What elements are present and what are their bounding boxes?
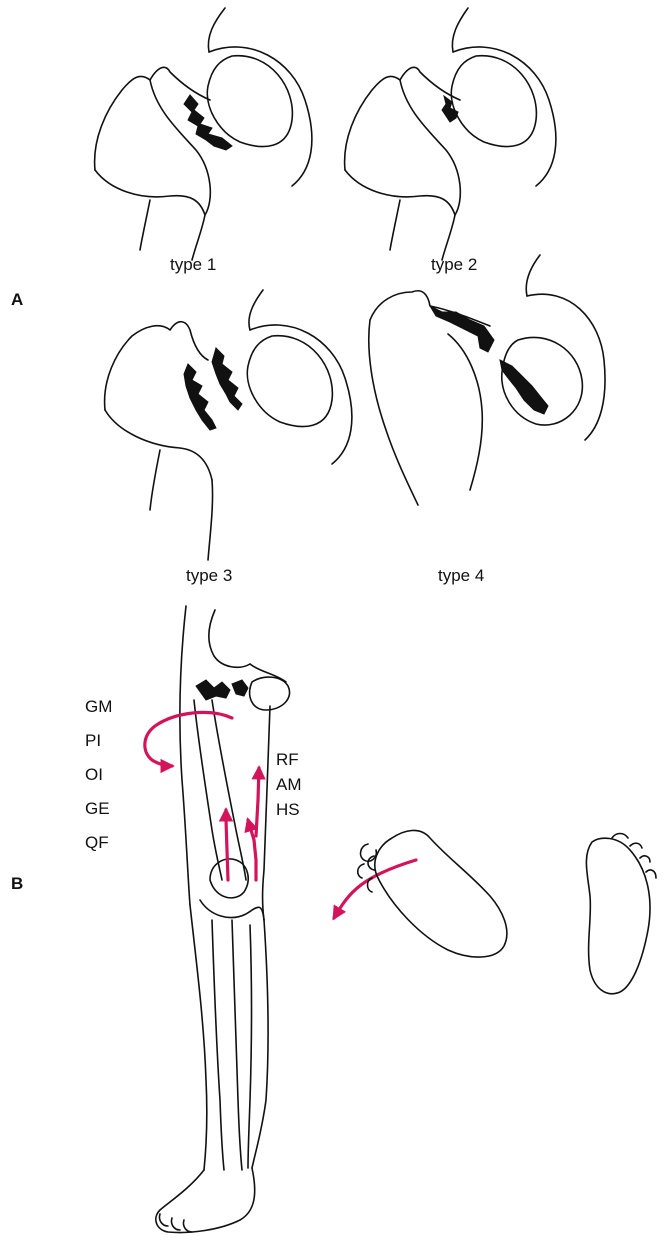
hip-drawing-type-2 <box>345 8 556 260</box>
normal-foot-drawing <box>586 834 656 994</box>
type-label-1: type 1 <box>170 255 216 274</box>
pull-arrow-medial <box>226 810 228 880</box>
muscle-label-rf: RF <box>276 750 299 769</box>
muscle-label-qf: QF <box>85 833 109 852</box>
muscle-label-pi: PI <box>85 731 101 750</box>
muscle-label-oi: OI <box>85 765 103 784</box>
muscle-label-hs: HS <box>276 800 300 819</box>
type-label-2: type 2 <box>431 255 477 274</box>
muscle-label-gm: GM <box>85 697 112 716</box>
panel-label-b: B <box>11 874 23 893</box>
hip-drawing-type-1 <box>95 8 312 260</box>
pull-arrow-posterior <box>256 768 259 836</box>
type-label-4: type 4 <box>438 566 484 585</box>
muscle-label-am: AM <box>276 775 302 794</box>
leg-skeleton-drawing <box>156 606 290 1233</box>
hip-drawing-type-4 <box>369 255 605 505</box>
hip-drawing-type-3 <box>105 290 352 560</box>
externally-rotated-foot-drawing <box>358 830 507 957</box>
panel-label-a: A <box>11 290 23 309</box>
type-label-3: type 3 <box>186 566 232 585</box>
muscle-label-ge: GE <box>85 799 110 818</box>
